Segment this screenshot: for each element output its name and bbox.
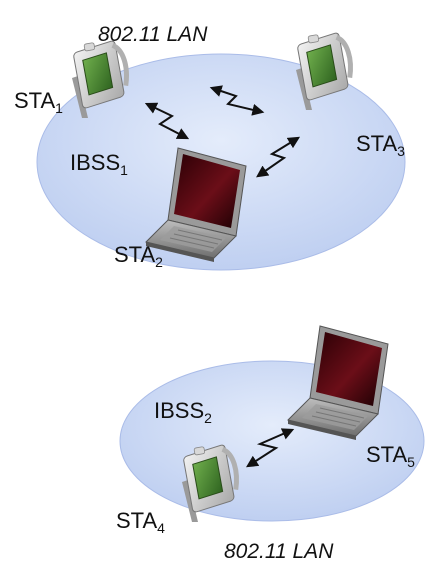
station-label: STA4 (116, 508, 165, 536)
wireless-link-sta4-sta5 (245, 428, 295, 468)
wireless-link-sta1-sta2 (144, 102, 190, 140)
station-label: STA3 (356, 131, 405, 159)
ibss-label: IBSS2 (154, 398, 212, 426)
station-label: STA2 (114, 242, 163, 270)
station-label: STA5 (366, 442, 415, 470)
ibss-label: IBSS1 (70, 150, 128, 178)
lan-label: 802.11 LAN (224, 540, 334, 563)
wireless-link-sta1-sta3 (209, 85, 265, 116)
lan-label: 802.11 LAN (98, 23, 208, 46)
station-label: STA1 (14, 88, 63, 116)
wireless-link-sta2-sta3 (256, 136, 301, 178)
